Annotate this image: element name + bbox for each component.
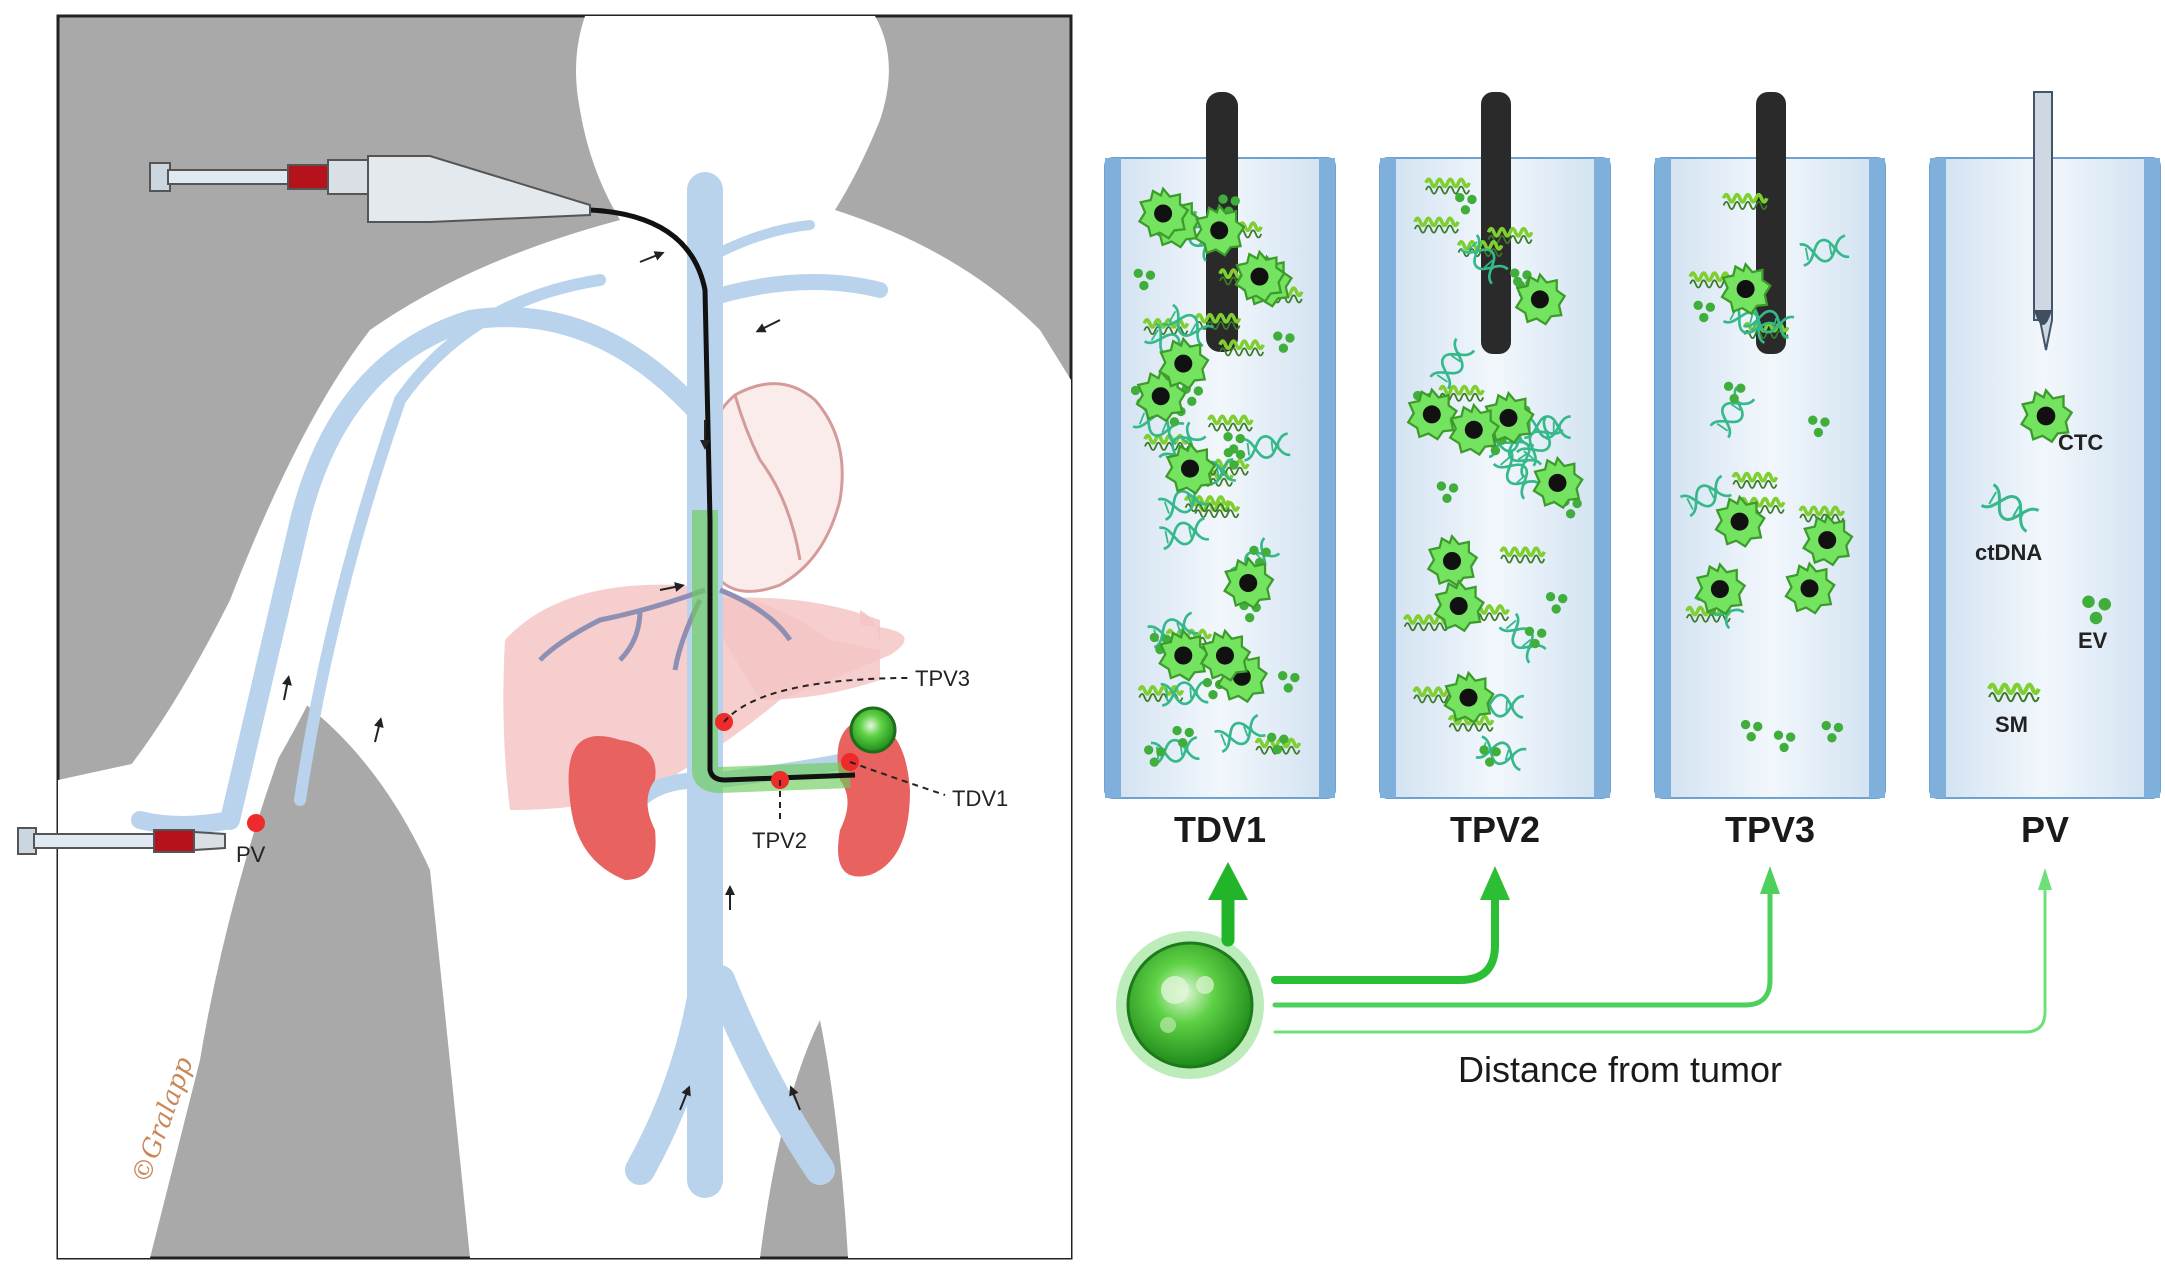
vessel-label-pv: PV bbox=[2021, 809, 2069, 850]
distance-label: Distance from tumor bbox=[1458, 1049, 1782, 1090]
vessel-panel: CTC ctDNA EV SM TDV1 TPV2 TPV3 PV bbox=[1104, 91, 2161, 1090]
legend-ctdna: ctDNA bbox=[1975, 540, 2042, 565]
label-tpv2: TPV2 bbox=[752, 828, 807, 853]
vessel-label-tdv1: TDV1 bbox=[1174, 809, 1266, 850]
vessel-tube-pv bbox=[1929, 157, 2161, 799]
anatomy-panel: TPV3 TDV1 TPV2 PV ©Gralapp bbox=[17, 14, 1073, 1260]
vessel-label-tpv2: TPV2 bbox=[1450, 809, 1540, 850]
tumor-icon bbox=[1116, 931, 1264, 1079]
distance-arrows bbox=[1208, 862, 2052, 1034]
syringe-pv-icon bbox=[17, 827, 226, 855]
kidney-right bbox=[568, 736, 656, 880]
needle-icon bbox=[2033, 91, 2053, 351]
vessel-label-tpv3: TPV3 bbox=[1725, 809, 1815, 850]
catheter-icon bbox=[589, 207, 856, 783]
site-pv-dot bbox=[247, 814, 265, 832]
flow-arrows bbox=[282, 251, 801, 1111]
catheter-tpv3-icon bbox=[1756, 92, 1786, 354]
liver-lobe bbox=[700, 597, 880, 700]
label-pv: PV bbox=[236, 842, 266, 867]
label-tdv1: TDV1 bbox=[952, 786, 1008, 811]
arm-silhouette bbox=[58, 500, 370, 900]
legend-sm: SM bbox=[1995, 712, 2028, 737]
site-leader-lines bbox=[723, 677, 946, 820]
label-tpv3: TPV3 bbox=[915, 666, 970, 691]
catheter-tpv2-icon bbox=[1481, 92, 1511, 354]
legend-ctc: CTC bbox=[2058, 430, 2103, 455]
vessel-tube-tpv2 bbox=[1379, 157, 1611, 799]
heart bbox=[696, 382, 844, 593]
legend-ev: EV bbox=[2078, 628, 2108, 653]
kidney-tumor bbox=[849, 706, 897, 754]
syringe-icon bbox=[149, 155, 591, 223]
